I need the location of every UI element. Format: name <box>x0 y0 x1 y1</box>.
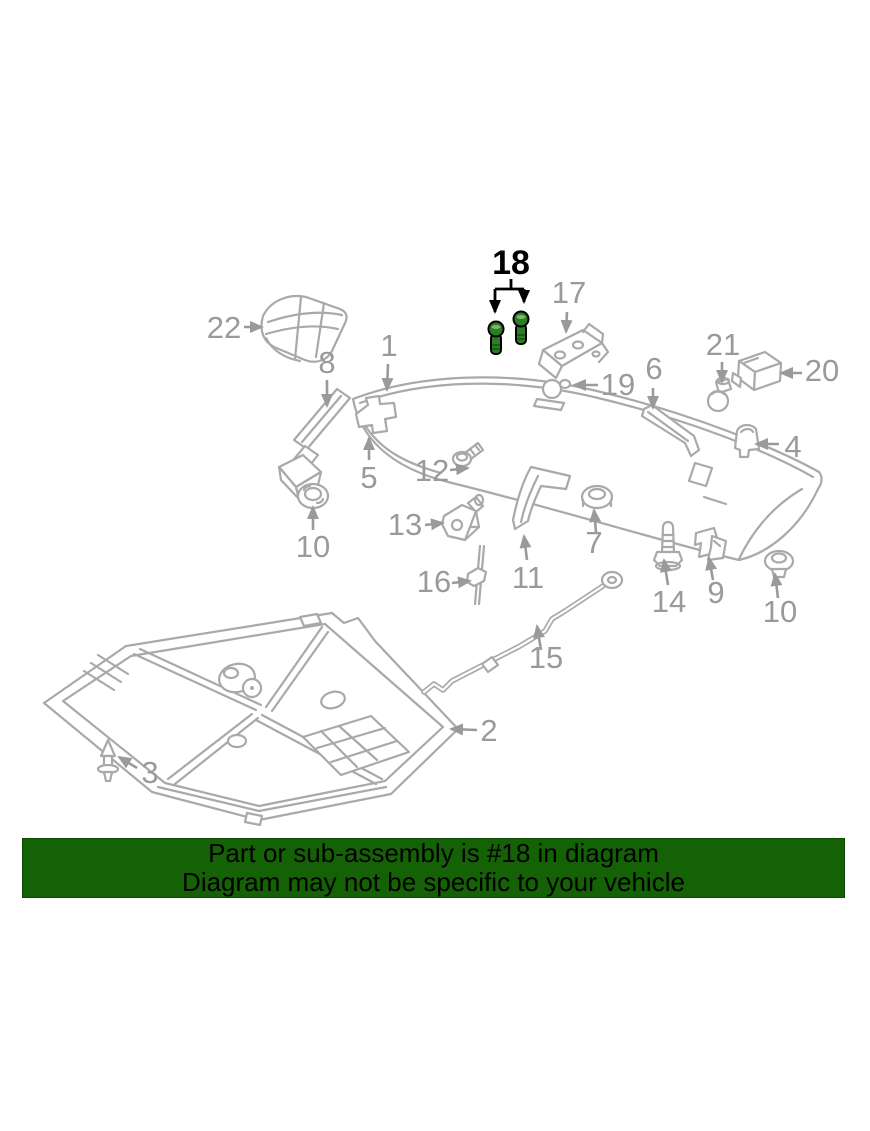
part-5-clip <box>354 394 398 435</box>
part-arrow-15 <box>533 624 545 651</box>
part-label-4: 4 <box>784 429 801 464</box>
part-label-2: 2 <box>480 713 497 748</box>
part-arrow-14 <box>659 558 672 586</box>
part-label-16: 16 <box>417 564 451 599</box>
part-arrow-10R <box>770 572 783 599</box>
highlighted-part-18: 18 <box>487 244 530 355</box>
part-arrow-1 <box>381 363 394 392</box>
part-arrow-9 <box>705 556 718 581</box>
part-label-6: 6 <box>645 351 662 386</box>
part-label-13: 13 <box>388 507 422 542</box>
part-label-21: 21 <box>706 327 740 362</box>
part-label-7: 7 <box>585 525 602 560</box>
part-10-nut-left <box>296 482 330 510</box>
part-8-hinge-bracket <box>277 387 352 501</box>
part-arrow-17 <box>560 311 573 334</box>
part-label-3: 3 <box>141 755 158 790</box>
part-label-8: 8 <box>318 345 335 380</box>
part-15-prop-rod <box>421 570 624 695</box>
part-21-bulb <box>706 376 733 413</box>
part-10-grommet-right <box>763 549 795 579</box>
part-arrow-2 <box>449 723 478 736</box>
part-label-15: 15 <box>529 640 563 675</box>
part-18-bolt-left <box>487 320 505 355</box>
part-1-hood-panel <box>351 376 823 562</box>
part-label-10L: 10 <box>296 529 330 564</box>
part-3-push-pin <box>96 738 120 783</box>
part-label-19: 19 <box>601 367 635 402</box>
highlight-banner: Part or sub-assembly is #18 in diagram D… <box>22 838 845 898</box>
part-17-hinge-plate <box>537 322 610 380</box>
banner-line-2: Diagram may not be specific to your vehi… <box>182 867 685 897</box>
part-arrow-12 <box>449 463 470 476</box>
part-label-22: 22 <box>207 310 241 345</box>
part-2-insulation-pad <box>42 611 460 827</box>
part-label-9: 9 <box>707 575 724 610</box>
part-label-20: 20 <box>805 353 839 388</box>
part-18-bolt-right <box>512 310 530 345</box>
banner-line-1: Part or sub-assembly is #18 in diagram <box>208 838 659 868</box>
part-arrow-3 <box>117 755 138 770</box>
part-16-rod-clip <box>465 544 488 606</box>
part-label-5: 5 <box>360 460 377 495</box>
part-6-sill-rod <box>640 403 701 458</box>
part-label-14: 14 <box>652 584 686 619</box>
part-label-18: 18 <box>492 244 530 282</box>
part-arrow-11 <box>519 534 532 561</box>
part-arrow-16 <box>451 576 472 589</box>
part-9-bracket <box>693 526 728 562</box>
part-arrow-7 <box>589 508 602 533</box>
part-22-cowl-applique <box>260 295 348 363</box>
part-label-17: 17 <box>552 275 586 310</box>
part-label-12: 12 <box>415 453 449 488</box>
part-13-hood-bumper <box>440 493 485 542</box>
part-arrow-13 <box>424 518 445 531</box>
part-7-grommet <box>580 484 614 510</box>
part-20-lamp-module <box>730 350 783 392</box>
part-label-1: 1 <box>380 328 397 363</box>
part-label-11: 11 <box>512 560 544 595</box>
part-11-prop-pivot <box>511 465 572 531</box>
part-label-10R: 10 <box>763 594 797 629</box>
part-19-retainer <box>541 378 572 400</box>
part-4-clip <box>733 424 761 459</box>
